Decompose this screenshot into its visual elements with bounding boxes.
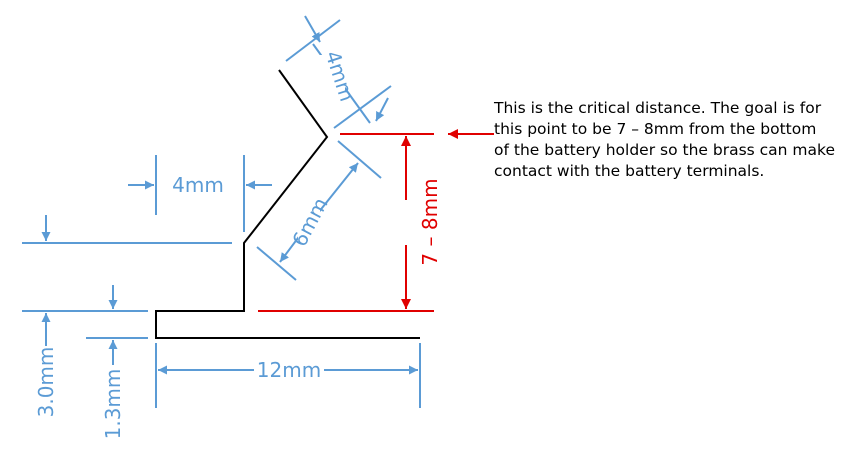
critical-height-label: 7 – 8mm	[418, 178, 442, 265]
bracket-profile	[155, 69, 420, 339]
base-length-dimension	[155, 343, 421, 408]
base-length-label: 12mm	[257, 358, 321, 382]
note-line: This is the critical distance. The goal …	[494, 99, 822, 117]
thickness-dimension	[86, 285, 148, 365]
note-line: contact with the battery terminals.	[494, 162, 765, 180]
note-line: this point to be 7 – 8mm from the bottom	[494, 120, 817, 138]
horizontal-offset-label: 4mm	[172, 173, 224, 197]
slanted-edge-label-bg	[298, 200, 320, 244]
thickness-label: 1.3mm	[101, 369, 125, 440]
top-edge-label-bg	[319, 55, 345, 99]
step-height-label: 3.0mm	[34, 347, 58, 418]
slanted-edge-label: 6mm	[287, 194, 332, 251]
critical-distance-note: This is the critical distance. The goal …	[494, 98, 864, 182]
horizontal-offset-dimension	[128, 155, 272, 232]
step-height-dimension	[22, 215, 232, 346]
note-line: of the battery holder so the brass can m…	[494, 141, 835, 159]
critical-height-dimension	[258, 133, 434, 312]
